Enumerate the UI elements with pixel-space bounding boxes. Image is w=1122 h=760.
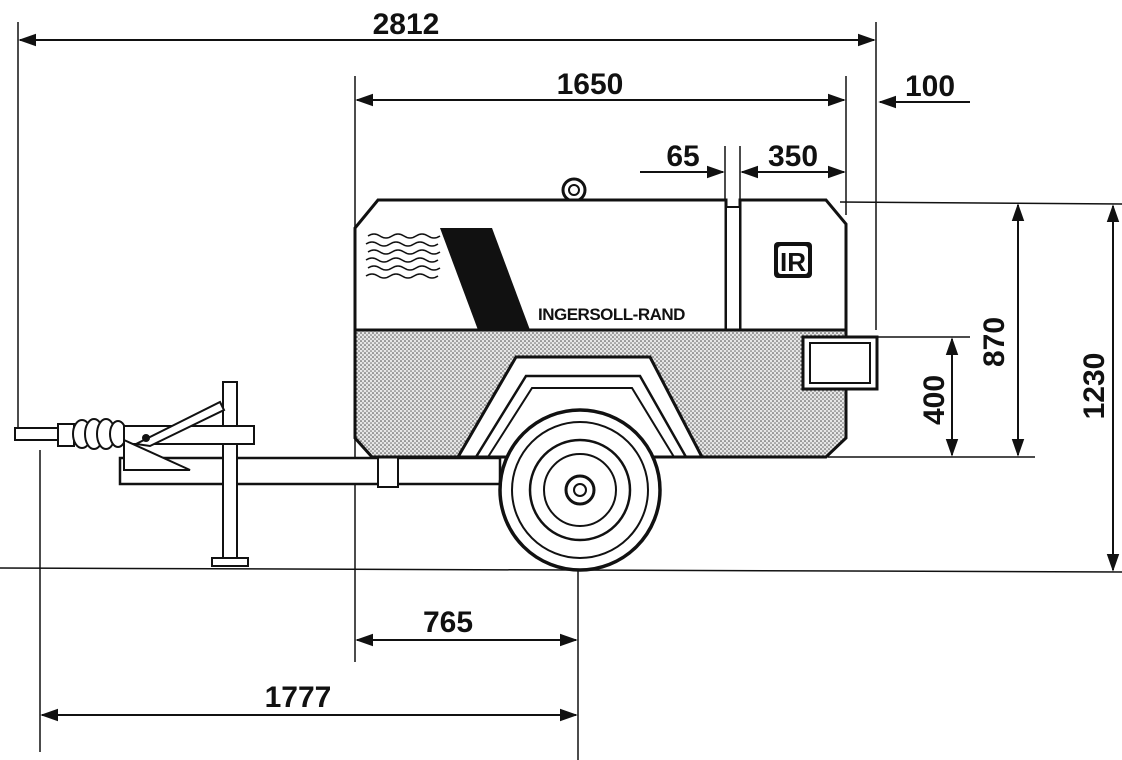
hitch-coupling xyxy=(14,400,255,471)
brand-name: INGERSOLL-RAND xyxy=(538,305,685,324)
front-to-axle-label: 765 xyxy=(423,606,473,639)
ir-logo: IR xyxy=(774,242,812,278)
body-length-label: 1650 xyxy=(557,68,624,101)
end-section-label: 350 xyxy=(768,140,818,173)
diagonal-stripe xyxy=(440,228,530,330)
body-height-label: 870 xyxy=(978,317,1011,367)
logo-text: IR xyxy=(780,247,806,277)
lifting-eye xyxy=(561,177,587,203)
wheel xyxy=(498,408,662,572)
overall-length-label: 2812 xyxy=(373,8,440,41)
extension-lines xyxy=(17,22,1122,760)
dimension-hitch-to-axle: 1777 xyxy=(40,681,578,722)
wheel-arch xyxy=(455,355,705,459)
rear-overhang-label: 100 xyxy=(905,70,955,103)
exhaust-outlet xyxy=(801,335,879,391)
dimension-body-length: 1650 xyxy=(355,68,846,107)
dimension-exhaust-height: 400 xyxy=(918,337,959,457)
ground-line xyxy=(0,567,1122,573)
compressor-body: INGERSOLL-RAND IR xyxy=(353,177,879,459)
dimension-end-section: 350 xyxy=(740,140,846,179)
exhaust-height-label: 400 xyxy=(918,375,951,425)
dimension-rear-overhang: 100 xyxy=(878,70,970,109)
dimension-front-to-axle: 765 xyxy=(355,606,578,647)
dimension-overall-height: 1230 xyxy=(1078,204,1120,572)
vent-grille xyxy=(365,233,441,279)
hitch-to-axle-label: 1777 xyxy=(265,681,332,714)
gap-post xyxy=(725,206,741,331)
dimension-body-height: 870 xyxy=(978,203,1025,457)
dimension-gap: 65 xyxy=(640,140,725,179)
overall-height-label: 1230 xyxy=(1078,353,1111,420)
gap-label: 65 xyxy=(666,140,699,173)
dimension-overall-length: 2812 xyxy=(18,8,876,47)
